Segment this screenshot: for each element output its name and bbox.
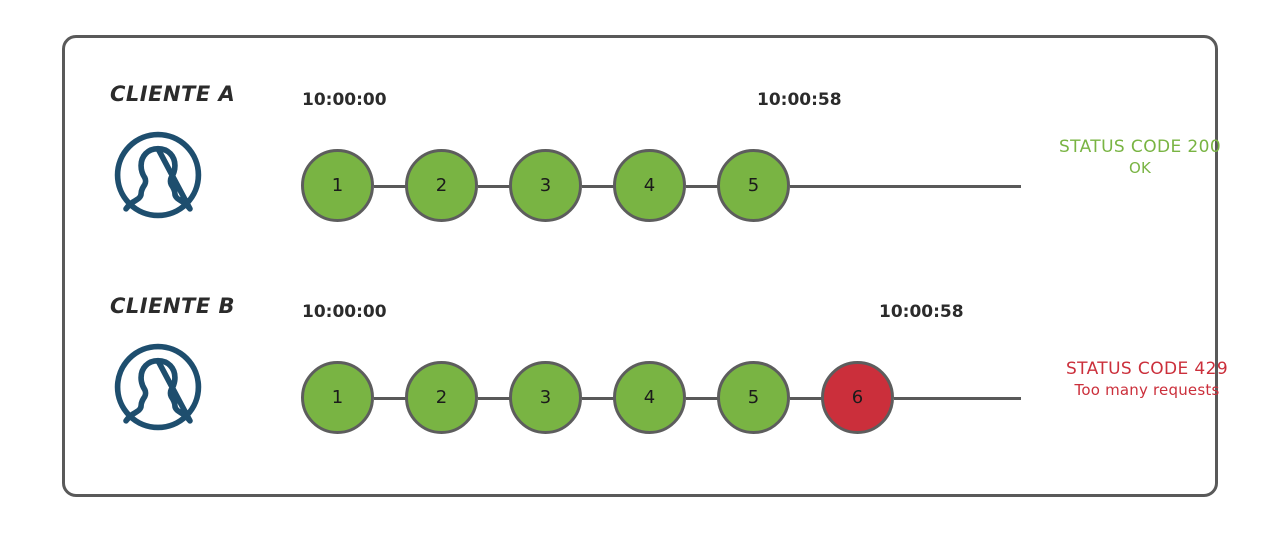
request-node[interactable]: 1	[301, 149, 374, 222]
connector-b-3-4	[582, 397, 615, 400]
client-b-status-code: STATUS CODE 429	[1065, 359, 1229, 379]
request-node[interactable]: 3	[509, 149, 582, 222]
connector-b-4-5	[686, 397, 719, 400]
client-b-request-track: 1 2 3 4 5 6	[65, 353, 1215, 443]
client-a-timestamp-start: 10:00:00	[302, 90, 387, 110]
request-node[interactable]: 2	[405, 149, 478, 222]
client-b-timestamp-start: 10:00:00	[302, 302, 387, 322]
client-a-status-code: STATUS CODE 200	[1058, 137, 1222, 157]
connector-b-6-status	[894, 397, 1021, 400]
user-avatar-icon	[111, 340, 205, 434]
client-a-status-badge: STATUS CODE 200 OK	[1025, 136, 1255, 179]
request-node[interactable]: 3	[509, 361, 582, 434]
request-node[interactable]: 5	[717, 149, 790, 222]
request-node[interactable]: 1	[301, 361, 374, 434]
client-a-request-track: 1 2 3 4 5	[65, 141, 1215, 231]
connector-b-1-2	[374, 397, 407, 400]
connector-a-3-4	[582, 185, 615, 188]
request-node[interactable]: 2	[405, 361, 478, 434]
request-node[interactable]: 4	[613, 149, 686, 222]
request-node[interactable]: 5	[717, 361, 790, 434]
diagram-frame: CLIENTE A 10:00:00 10:00:58 1 2 3 4 5 ST…	[62, 35, 1228, 497]
connector-b-2-3	[478, 397, 511, 400]
client-a-label: CLIENTE A	[110, 82, 236, 106]
connector-a-2-3	[478, 185, 511, 188]
user-avatar-icon	[111, 128, 205, 222]
connector-b-5-6	[790, 397, 823, 400]
connector-a-5-status	[790, 185, 1021, 188]
connector-a-4-5	[686, 185, 719, 188]
client-b-label: CLIENTE B	[110, 294, 236, 318]
client-b-status-message: Too many requests	[1074, 381, 1220, 399]
client-a-timestamp-end: 10:00:58	[757, 90, 842, 110]
request-node-rejected[interactable]: 6	[821, 361, 894, 434]
client-b-timestamp-end: 10:00:58	[879, 302, 964, 322]
client-b-status-badge: STATUS CODE 429 Too many requests	[1025, 358, 1269, 401]
request-node[interactable]: 4	[613, 361, 686, 434]
connector-a-1-2	[374, 185, 407, 188]
client-a-status-message: OK	[1128, 159, 1152, 177]
